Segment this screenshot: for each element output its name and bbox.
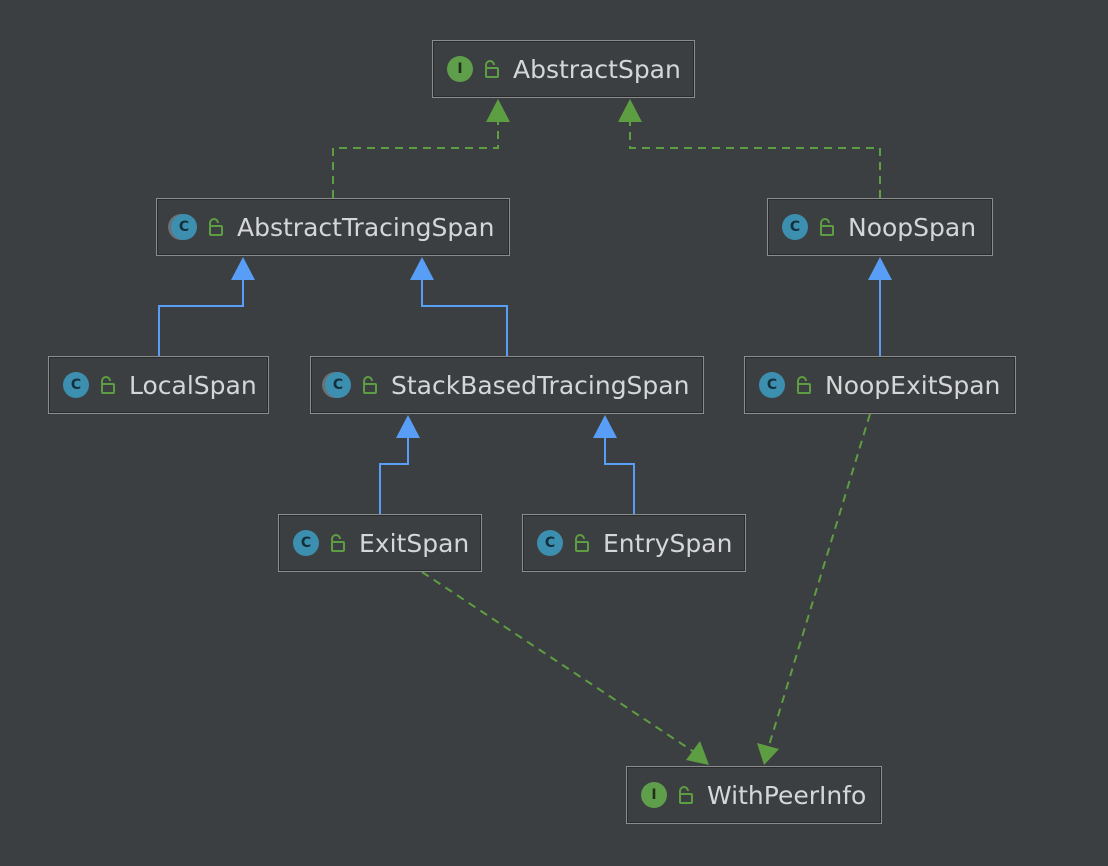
public-lock-icon — [820, 218, 834, 236]
edge-localspan-abstracttracingspan — [158, 280, 244, 356]
node-label: LocalSpan — [129, 370, 257, 400]
public-lock-icon — [797, 376, 811, 394]
arrowhead-noopexitspan-peer — [757, 743, 779, 765]
class-icon: C — [782, 214, 808, 240]
interface-icon: I — [641, 782, 667, 808]
node-label: ExitSpan — [359, 528, 470, 558]
public-lock-icon — [101, 376, 115, 394]
public-lock-icon — [679, 786, 693, 804]
node-label: WithPeerInfo — [707, 780, 867, 810]
edge-abstracttracingspan-abstractspan — [332, 122, 499, 198]
edge-exitspan-withpeerinfo — [421, 571, 695, 753]
node-noopexitspan[interactable]: C NoopExitSpan — [744, 356, 1016, 414]
edge-noopexitspan-withpeerinfo — [766, 413, 871, 753]
arrowhead-localspan — [231, 257, 255, 280]
edge-stackbased-abstracttracingspan — [421, 280, 508, 356]
node-stackbasedtracingspan[interactable]: C StackBasedTracingSpan — [310, 356, 704, 414]
abstract-class-icon: C — [325, 372, 351, 398]
arrowhead-entryspan — [593, 415, 617, 438]
node-label: EntrySpan — [603, 528, 733, 558]
arrowhead-noopexitspan — [868, 257, 892, 280]
class-icon: C — [293, 530, 319, 556]
edge-entryspan-stackbased — [604, 438, 635, 514]
node-label: NoopSpan — [848, 212, 977, 242]
public-lock-icon — [363, 376, 377, 394]
node-label: StackBasedTracingSpan — [391, 370, 690, 400]
public-lock-icon — [575, 534, 589, 552]
node-exitspan[interactable]: C ExitSpan — [278, 514, 482, 572]
public-lock-icon — [209, 218, 223, 236]
node-label: AbstractTracingSpan — [237, 212, 495, 242]
arrowhead-exitspan — [396, 415, 420, 438]
node-abstractspan[interactable]: I AbstractSpan — [432, 40, 695, 98]
class-icon: C — [759, 372, 785, 398]
arrowhead-abstracttracingspan — [486, 99, 510, 122]
abstract-class-icon: C — [171, 214, 197, 240]
interface-icon: I — [447, 56, 473, 82]
class-icon: C — [537, 530, 563, 556]
node-localspan[interactable]: C LocalSpan — [48, 356, 269, 414]
arrowhead-stackbased — [410, 257, 434, 280]
node-noopspan[interactable]: C NoopSpan — [767, 198, 993, 256]
node-label: AbstractSpan — [513, 54, 681, 84]
node-abstracttracingspan[interactable]: C AbstractTracingSpan — [156, 198, 510, 256]
node-withpeerinfo[interactable]: I WithPeerInfo — [626, 766, 882, 824]
edge-noopspan-abstractspan — [629, 122, 881, 198]
class-icon: C — [63, 372, 89, 398]
node-entryspan[interactable]: C EntrySpan — [522, 514, 746, 572]
arrowhead-exitspan-peer — [686, 741, 709, 765]
arrowhead-noopspan — [618, 99, 642, 122]
public-lock-icon — [485, 60, 499, 78]
edge-exitspan-stackbased — [379, 438, 409, 514]
public-lock-icon — [331, 534, 345, 552]
node-label: NoopExitSpan — [825, 370, 1001, 400]
